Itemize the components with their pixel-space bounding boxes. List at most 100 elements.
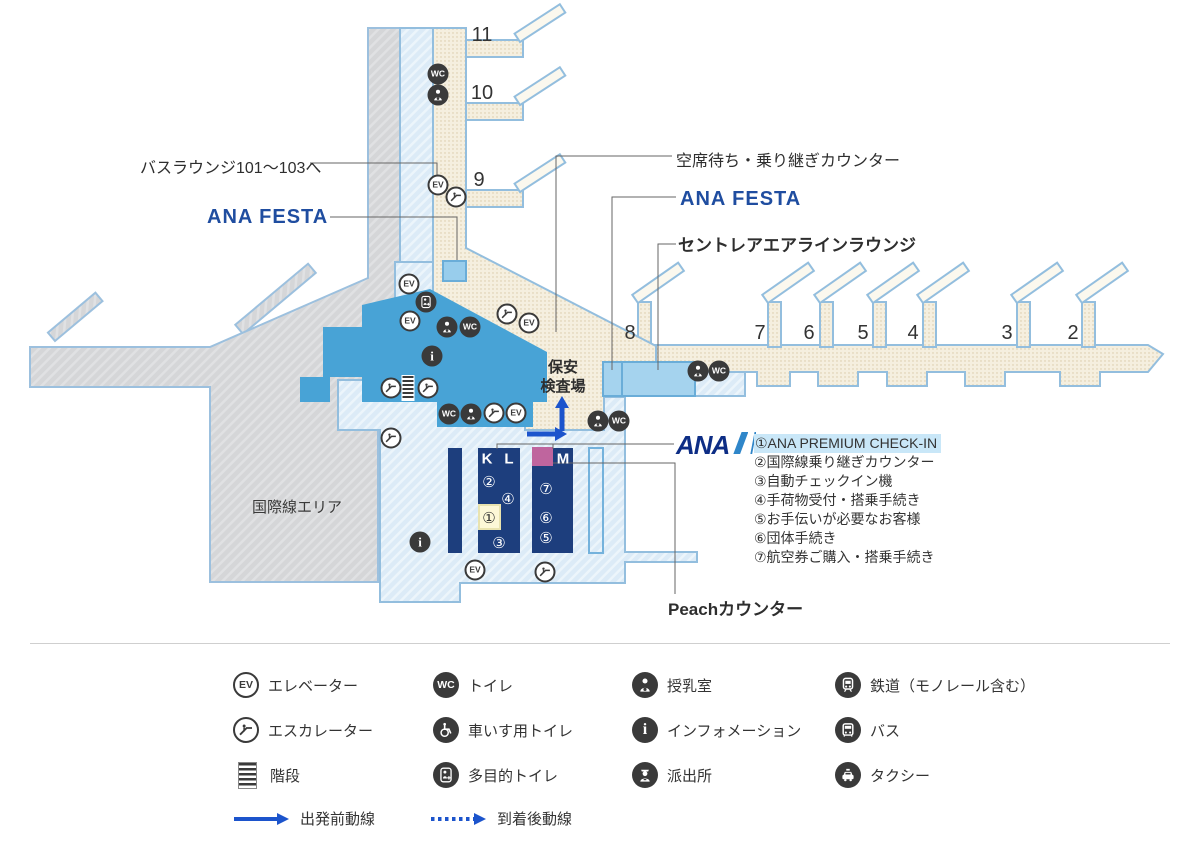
ana-list-item-3: ③自動チェックイン機 [754,473,893,489]
standby-counter-label: 空席待ち・乗り継ぎカウンター [676,153,901,170]
counter-outline-box [588,447,604,554]
toilet-icon: WC [433,672,459,698]
top-gate-arms [465,2,567,208]
escalator-icon [483,402,505,424]
counter-k-label: K [481,450,493,468]
elevator-icon: EV [505,402,527,424]
legend-taxi: タクシー [835,762,930,788]
nursing-room-icon [460,403,482,425]
police-box-icon [632,762,658,788]
counter-m-label: M [556,450,570,468]
top-pier-walkway [399,27,434,265]
gate-label-7: 7 [754,322,766,344]
legend-flow-arrival: 到着後動線 [430,808,572,829]
bus-lounge-label: バスラウンジ101〜103へ [140,160,322,177]
ana-festa-left-label: ANA FESTA [207,206,329,228]
security-check-label: 保安 検査場 [540,359,586,395]
elevator-icon: EV [427,174,449,196]
ana-list-item-4: ④手荷物受付・搭乗手続き [754,492,921,508]
counter-num-4: ④ [501,491,515,508]
lounge-boxes [442,260,696,397]
counter-num-6: ⑥ [539,510,553,527]
information-icon: i [421,345,443,367]
gate-label-11: 11 [471,24,493,46]
counter-num-1: ① [482,510,496,527]
ana-list-item-7: ⑦航空券ご購入・搭乗手続き [754,549,935,565]
escalator-icon [233,717,259,743]
stairs-icon [401,375,415,401]
counter-num-2: ② [482,474,496,491]
counter-num-7: ⑦ [539,481,553,498]
toilet-icon: WC [427,63,449,85]
ana-list-item-6: ⑥団体手続き [754,530,837,546]
legend-information: i インフォメーション [632,717,801,743]
escalator-icon [534,561,556,583]
escalator-icon [380,427,402,449]
ana-swoosh-icon [750,432,757,454]
legend-police-box: 派出所 [632,762,712,788]
peach-counter-label: Peachカウンター [668,600,804,619]
elevator-icon: EV [464,559,486,581]
elevator-icon: EV [399,310,421,332]
premium-checkin-box [478,504,501,530]
multipurpose-toilet-icon [415,291,437,313]
taxi-icon [835,762,861,788]
bus-icon [835,717,861,743]
toilet-icon: WC [708,360,730,382]
nursing-room-icon [436,316,458,338]
nursing-room-icon [587,410,609,432]
elevator-icon: EV [233,672,259,698]
section-divider [30,643,1170,644]
international-area-shape [29,27,401,583]
ana-list-item-1: ①ANA PREMIUM CHECK-IN [754,434,942,453]
gate-label-9: 9 [473,169,485,191]
international-area-label: 国際線エリア [252,499,343,516]
departure-flow-arrows [527,396,569,441]
counter-l-label: L [504,450,514,468]
ana-service-list: ①ANA PREMIUM CHECK-IN ②国際線乗り継ぎカウンター ③自動チ… [754,434,942,567]
information-icon: i [632,717,658,743]
gate-label-8: 8 [624,322,636,344]
legend-nursing-room: 授乳室 [632,672,712,698]
checkin-counter-blocks [448,447,604,554]
multipurpose-toilet-icon [433,762,459,788]
escalator-icon [496,303,518,325]
counter-num-5: ⑤ [539,530,553,547]
information-icon: i [409,531,431,553]
ana-festa-right-label: ANA FESTA [680,188,802,210]
legend-escalator: エスカレーター [233,717,373,743]
legend-elevator: EV エレベーター [233,672,358,698]
right-gate-corridor [609,261,1165,387]
centrair-lounge-label: セントレアエアラインラウンジ [678,236,916,255]
legend-wheelchair-toilet: 車いす用トイレ [433,717,573,743]
gate-label-10: 10 [470,82,494,104]
stairs-icon [238,762,257,789]
gate-label-6: 6 [803,322,815,344]
nursing-room-icon [632,672,658,698]
train-icon [835,672,861,698]
gate-label-2: 2 [1067,322,1079,344]
escalator-icon [417,377,439,399]
peach-counter-block [532,447,553,466]
legend-flow-departure: 出発前動線 [233,808,375,829]
ana-list-item-2: ②国際線乗り継ぎカウンター [754,454,935,470]
leader-lines [310,155,676,594]
legend-bus: バス [835,717,900,743]
nursing-room-icon [427,84,449,106]
elevator-icon: EV [398,273,420,295]
ana-logo: ANA [676,432,757,458]
ana-swoosh-icon [733,432,749,454]
gate-label-5: 5 [857,322,869,344]
legend-train: 鉄道（モノレール含む） [835,672,1035,698]
elevator-icon: EV [518,312,540,334]
escalator-icon [380,377,402,399]
nursing-room-icon [687,360,709,382]
toilet-icon: WC [608,410,630,432]
gate-label-4: 4 [907,322,919,344]
toilet-icon: WC [438,403,460,425]
dotted-arrow-icon [431,812,486,825]
legend-stairs: 階段 [233,762,300,789]
ana-festa-shop-box-top [442,260,467,282]
toilet-icon: WC [459,316,481,338]
